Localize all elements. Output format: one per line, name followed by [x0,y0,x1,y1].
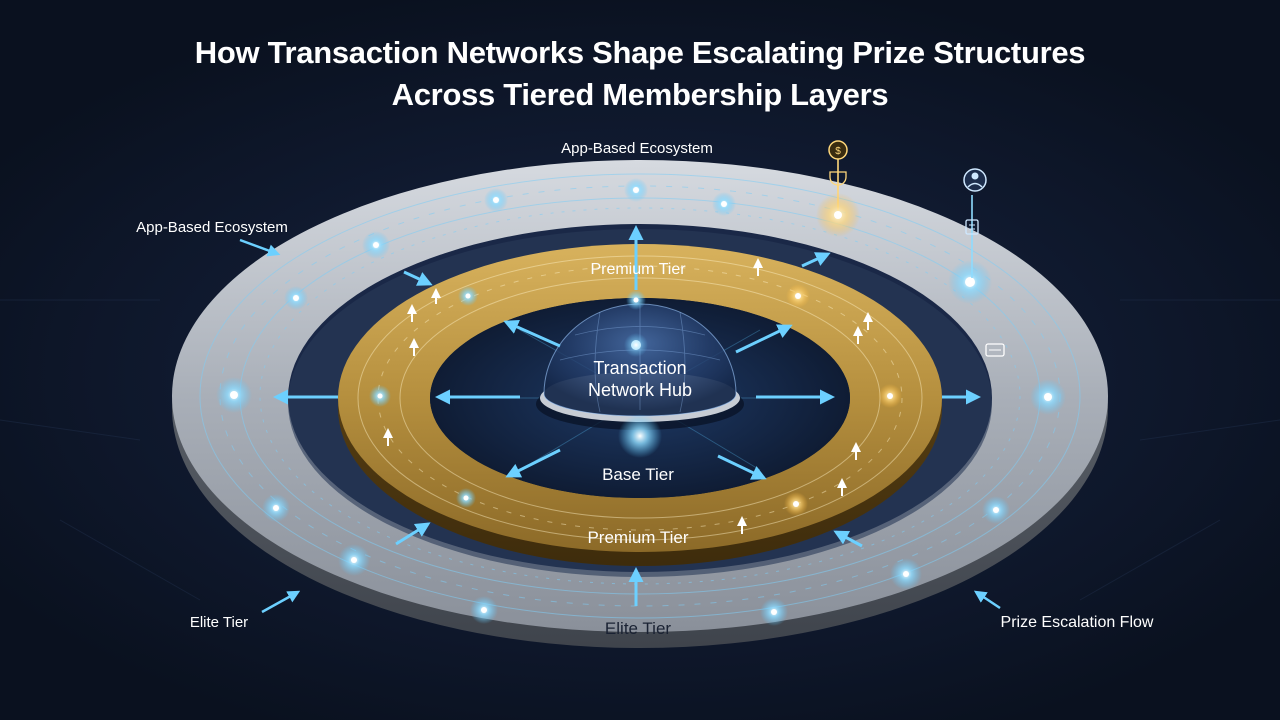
callout-bottom-left-label: Elite Tier [190,614,248,631]
premium-up-arrows [383,258,873,534]
callout-left-label: App-Based Ecosystem [136,219,288,236]
base-tier-label: Base Tier [602,465,674,484]
page-title-line-1: How Transaction Networks Shape Escalatin… [194,35,1086,70]
document-icon [965,219,979,235]
callout-pointers [239,238,1001,614]
svg-text:$: $ [835,146,841,157]
premium-tier-label-top: Premium Tier [590,261,686,278]
premium-ring-circuits [357,255,923,541]
hub-label-line-2: Network Hub [588,380,692,400]
transaction-hub [536,303,744,458]
hub-label-line-1: Transaction [593,358,686,378]
chat-icon [985,343,1005,357]
hub-arrows [435,225,835,480]
callout-top-label: App-Based Ecosystem [561,140,713,157]
premium-ring-nodes [369,284,902,516]
user-icon [963,168,987,192]
premium-tier-label-bottom: Premium Tier [587,528,688,547]
prize-beam [816,150,973,278]
background-grid [0,299,1280,601]
elite-ring-nodes [216,178,1066,626]
page-title-line-2: Across Tiered Membership Layers [391,77,889,112]
callout-bottom-right-label: Prize Escalation Flow [1001,614,1154,631]
coin-icon: $ [828,140,848,160]
escalation-arrows [273,252,981,606]
trophy-icon [829,171,847,190]
elite-tier-label-bottom: Elite Tier [605,619,671,638]
